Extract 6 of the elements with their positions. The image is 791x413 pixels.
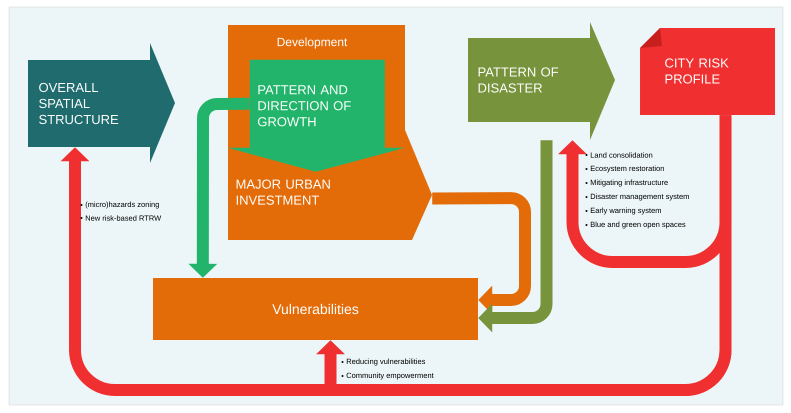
- arrow-box: PATTERN AND DIRECTION OF GROWTH: [228, 60, 405, 172]
- folded-box: CITY RISK PROFILE: [640, 28, 775, 115]
- arrow: [316, 115, 732, 396]
- process-box: Vulnerabilities: [153, 278, 478, 340]
- arrow-box: OVERALL SPATIAL STRUCTURE: [28, 43, 175, 163]
- arrow-box: PATTERN OF DISASTER: [468, 22, 615, 140]
